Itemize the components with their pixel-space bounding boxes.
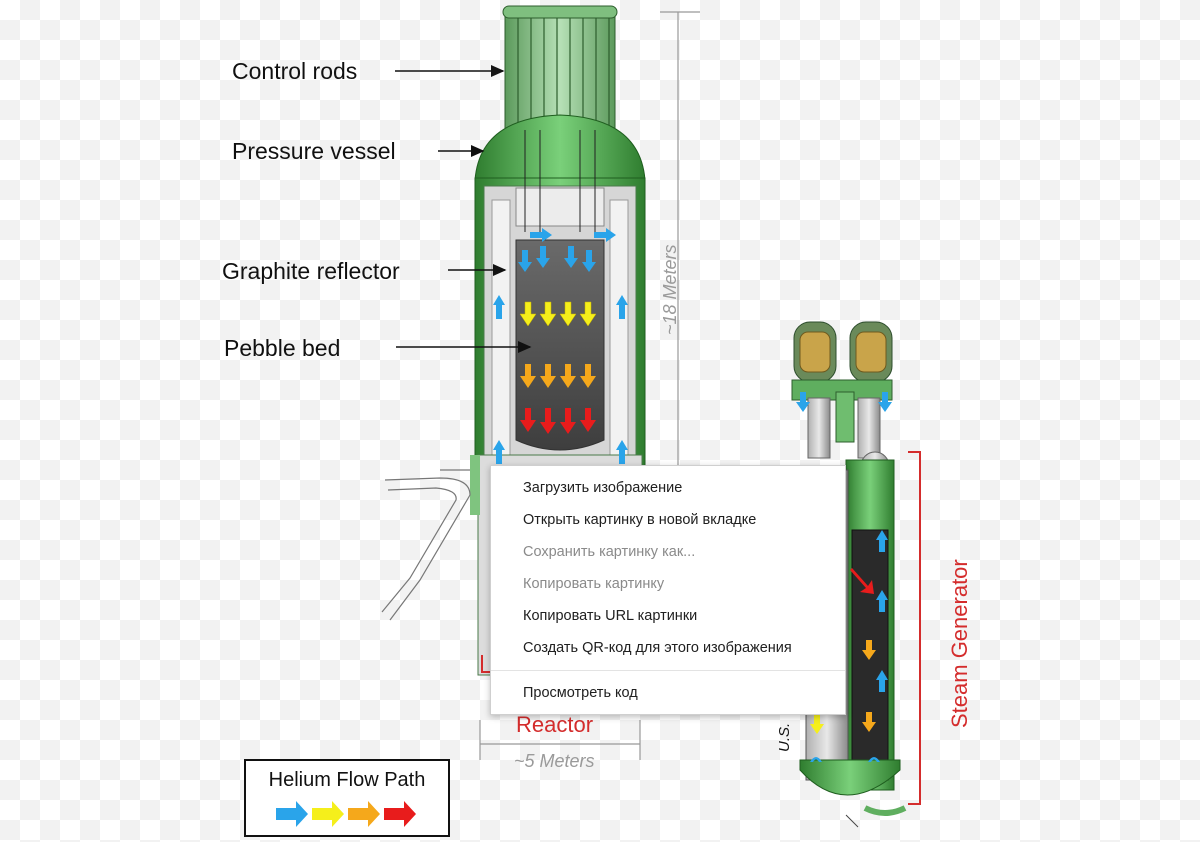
legend-blue-arrow — [276, 801, 308, 827]
menu-item-inspect[interactable]: Просмотреть код — [523, 685, 638, 701]
inlet-pipe-graphic — [381, 469, 471, 621]
context-menu: Загрузить изображение Открыть картинку в… — [490, 465, 846, 715]
label-steam-generator: Steam Generator — [947, 559, 972, 728]
menu-item-copy-image[interactable]: Копировать картинку — [523, 576, 665, 592]
menu-separator — [491, 670, 845, 671]
width-dimension-line — [479, 720, 641, 760]
legend-orange-arrow — [348, 801, 380, 827]
label-height-dimension: ~18 Meters — [660, 244, 680, 335]
reactor-flow-arrows — [493, 228, 628, 464]
control-rods-graphic — [502, 5, 618, 131]
pointer-lines — [395, 65, 532, 353]
label-graphite-reflector: Graphite reflector — [222, 258, 400, 284]
height-dimension-line — [660, 11, 700, 465]
legend-red-arrow — [384, 801, 416, 827]
label-width-dimension: ~5 Meters — [514, 751, 595, 771]
menu-item-create-qr-code[interactable]: Создать QR-код для этого изображения — [523, 640, 792, 656]
legend-arrows — [276, 801, 416, 827]
legend-title: Helium Flow Path — [268, 769, 426, 791]
label-pressure-vessel: Pressure vessel — [232, 138, 396, 164]
label-reactor: Reactor — [516, 712, 594, 737]
reactor-bracket — [481, 655, 490, 673]
menu-item-copy-image-url[interactable]: Копировать URL картинки — [523, 608, 698, 624]
menu-item-open-image-new-tab[interactable]: Открыть картинку в новой вкладке — [523, 512, 757, 528]
menu-item-save-image-as[interactable]: Сохранить картинку как... — [523, 544, 696, 560]
menu-item-load-image[interactable]: Загрузить изображение — [523, 480, 683, 496]
legend-yellow-arrow — [312, 801, 344, 827]
helium-flow-legend: Helium Flow Path — [244, 759, 450, 837]
label-pebble-bed: Pebble bed — [224, 335, 341, 361]
label-us-mark: U.S. — [776, 722, 793, 752]
label-control-rods: Control rods — [232, 58, 358, 84]
